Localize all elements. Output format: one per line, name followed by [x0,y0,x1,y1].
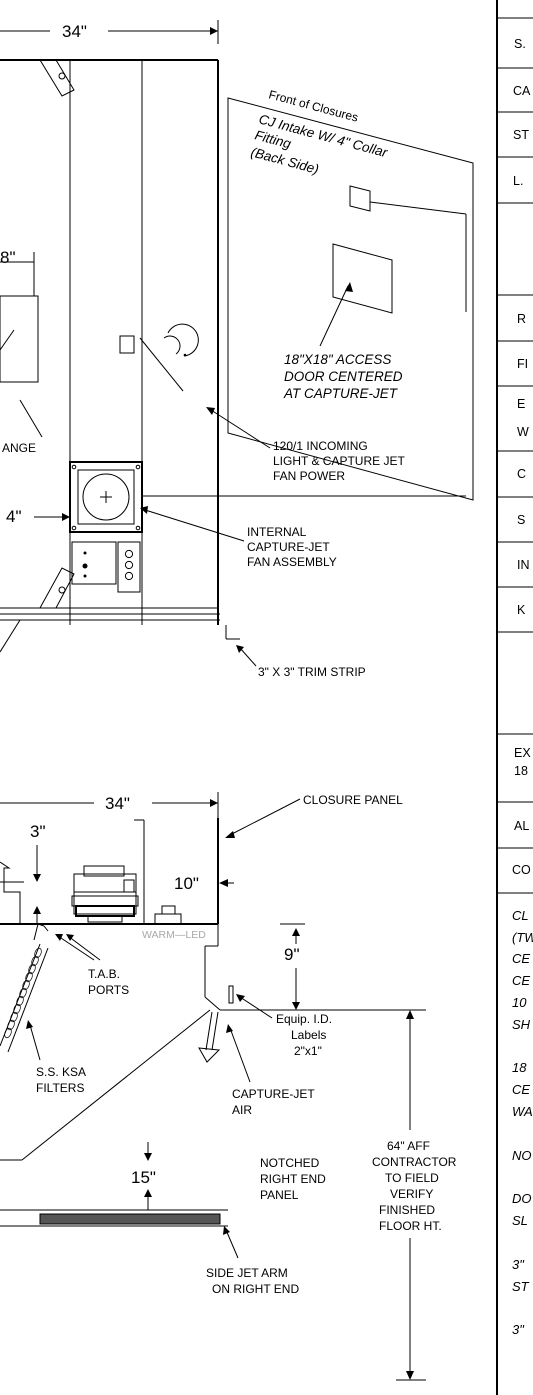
floor-height-line-3: TO FIELD [385,1171,439,1185]
floor-height-line-4: VERIFY [390,1187,433,1201]
dim-10: 10" [174,874,199,893]
table-row-13: EX [514,746,531,760]
note-line-3: CE [512,951,530,966]
note-line-9: WA [512,1104,533,1119]
note-line-10: NO [512,1148,532,1163]
note-line-2: (TW [512,930,533,945]
power-label-line-3: FAN POWER [273,469,345,483]
notched-panel-line-1: NOTCHED [260,1156,320,1170]
note-line-8: CE [512,1082,530,1097]
table-row-6: FI [517,357,528,371]
equip-id-line-1: Equip. I.D. [276,1012,332,1026]
table-row-3: ST [513,128,529,142]
dim-15: 15" [131,1168,156,1187]
power-label-line-2: LIGHT & CAPTURE JET [273,454,405,468]
capture-jet-air-line-1: CAPTURE-JET [232,1087,315,1101]
dim-9: 9" [284,945,300,964]
table-row-16: CO [512,863,531,877]
fan-assembly-line-2: CAPTURE-JET [247,540,330,554]
table-row-14: 18 [514,764,528,778]
note-line-1: CL [512,908,529,923]
floor-height-line-1: 64" AFF [387,1139,430,1153]
plan-width-dimension: 34" [62,22,87,41]
note-line-5: 10 [512,995,527,1010]
note-line-4: CE [512,973,530,988]
table-row-1: S. [514,37,526,51]
flange-label: ANGE [2,441,36,455]
tab-ports-line-1: T.A.B. [88,967,120,981]
table-row-4: L. [513,174,523,188]
section-width-dimension: 34" [105,794,130,813]
table-row-15: AL [514,819,529,833]
note-line-12: SL [512,1213,528,1228]
table-row-7: E [517,397,525,411]
filter-coil [4,947,42,1039]
table-row-10: S [517,513,525,527]
closure-panel-label: CLOSURE PANEL [303,793,403,807]
table-row-11: IN [517,558,530,572]
side-jet-line-2: ON RIGHT END [212,1282,299,1296]
power-label-line-1: 120/1 INCOMING [273,439,368,453]
fan-assembly-line-3: FAN ASSEMBLY [247,555,337,569]
note-line-7: 18 [512,1060,527,1075]
fan-assembly-line-1: INTERNAL [247,525,307,539]
access-door-line-1: 18"X18" ACCESS [284,352,391,367]
fan-dimension-label: 4" [6,507,22,526]
table-row-2: CA [513,84,531,98]
access-door-line-2: DOOR CENTERED [284,369,403,384]
table-row-5: R [517,312,526,326]
led-light-label: WARM—LED [142,929,206,941]
dim-3: 3" [30,822,46,841]
note-line-15: 3" [512,1322,525,1337]
tab-ports-line-2: PORTS [88,983,129,997]
floor-height-line-5: FINISHED [379,1203,435,1217]
table-row-12: K [517,603,526,617]
plan-view: 34" 8" ANGE [0,20,474,679]
spec-table: S. CA ST L. R FI E W C S IN K EX 18 AL C… [496,0,533,1395]
table-row-8: W [517,425,529,439]
plan-partial-dimension: 8" [0,248,16,267]
trim-strip-label: 3" X 3" TRIM STRIP [258,665,366,679]
filters-line-2: FILTERS [36,1081,84,1095]
note-line-11: DO [512,1191,532,1206]
notched-panel-line-2: RIGHT END [260,1172,326,1186]
side-jet-line-1: SIDE JET ARM [206,1266,288,1280]
section-view: 34" CLOSURE PANEL 3" 10" [0,792,457,1381]
table-row-9: C [517,467,526,481]
floor-height-line-6: FLOOR HT. [379,1219,442,1233]
capture-jet-air-line-2: AIR [232,1103,252,1117]
equip-id-line-2: Labels [291,1028,326,1042]
note-line-6: SH [512,1017,531,1032]
equip-id-line-3: 2"x1" [294,1044,322,1058]
filters-line-1: S.S. KSA [36,1065,86,1079]
notched-panel-line-3: PANEL [260,1188,299,1202]
note-line-14: ST [512,1279,530,1294]
note-line-13: 3" [512,1257,525,1272]
access-door-line-3: AT CAPTURE-JET [283,386,399,401]
floor-height-line-2: CONTRACTOR [372,1155,457,1169]
